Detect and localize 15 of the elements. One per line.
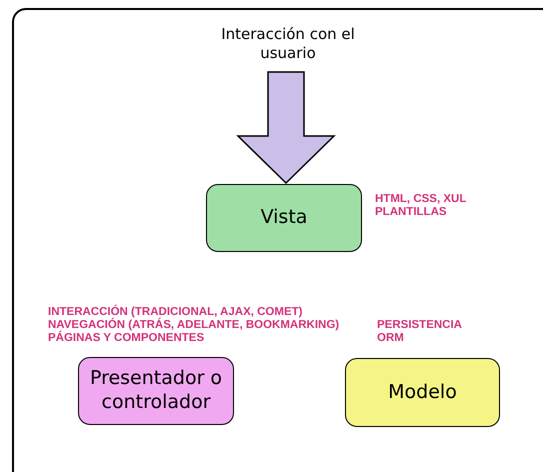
rounded-box	[78, 357, 234, 425]
rounded-box	[206, 184, 362, 252]
annotation-text: ORM	[377, 332, 405, 345]
annotation-text: INTERACCIÓN (TRADICIONAL, AJAX, COMET)	[48, 306, 304, 318]
annotation-text: HTML, CSS, XUL	[375, 193, 466, 206]
annotation-text: PERSISTENCIA	[377, 319, 462, 332]
rounded-box	[345, 358, 500, 427]
annotation-text: NAVEGACIÓN (ATRÁS, ADELANTE, BOOKMARKING)	[48, 319, 340, 331]
node-label: Presentador o controlador	[88, 367, 224, 415]
node-label: Modelo	[388, 380, 457, 404]
node-label: Interacción con el usuario	[220, 25, 356, 63]
annotation-text: PLANTILLAS	[375, 206, 448, 219]
block-arrow	[236, 71, 336, 184]
annotation-text: PÁGINAS Y COMPONENTES	[48, 332, 206, 345]
node-label: Vista	[260, 206, 308, 230]
